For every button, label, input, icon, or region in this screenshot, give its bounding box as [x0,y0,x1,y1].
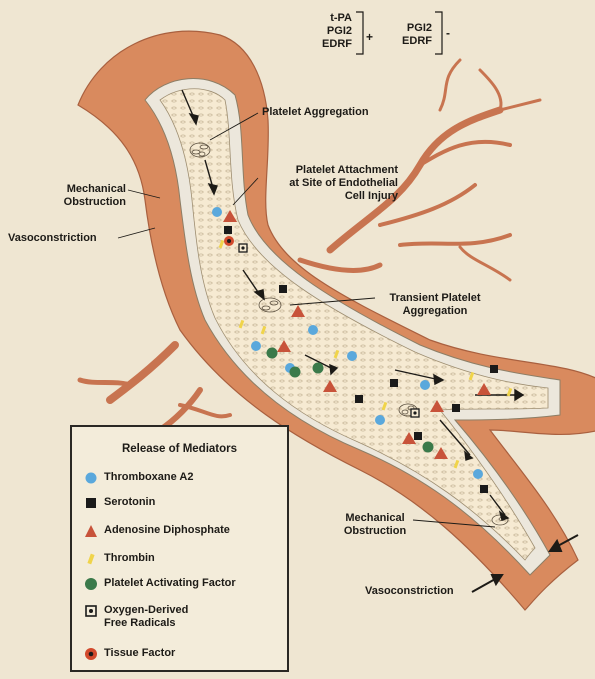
legend-item-serotonin: Serotonin [84,494,284,512]
legend-box: Release of Mediators Thromboxane A2 Sero… [70,425,289,672]
bracket-left [355,11,365,55]
enhancer-pgi2: PGI2 [310,25,352,38]
legend-label: Adenosine Diphosphate [104,524,230,537]
enhancer-edrf: EDRF [310,38,352,51]
label-vasoconstriction-right: Vasoconstriction [365,585,454,598]
label-platelet-attachment: Platelet Attachment at Site of Endotheli… [248,164,398,203]
legend-label: Platelet Activating Factor [104,577,236,590]
legend-label: Thrombin [104,552,155,565]
legend-item-tissue-factor: Tissue Factor [84,645,284,663]
legend-item-thromboxane: Thromboxane A2 [84,469,284,487]
plus-sign: + [366,30,373,44]
legend-label: Tissue Factor [104,647,175,660]
label-platelet-aggregation: Platelet Aggregation [262,106,369,119]
inhibitor-edrf: EDRF [390,35,432,48]
enhancer-tpa: t-PA [310,12,352,25]
green-circle-icon [84,577,98,591]
red-triangle-icon [84,524,98,538]
inhibitor-labels: t-PA PGI2 EDRF + PGI2 EDRF - [300,8,480,68]
inhibitor-pgi2: PGI2 [390,22,432,35]
blue-circle-icon [84,471,98,485]
legend-label: Serotonin [104,496,155,509]
label-mechanical-obstruction-right: Mechanical Obstruction [335,512,415,538]
bracket-right [434,11,444,55]
legend-item-thrombin: Thrombin [84,550,284,568]
label-mechanical-obstruction-left: Mechanical Obstruction [6,183,126,209]
legend-label: Oxygen-Derived Free Radicals [104,604,188,630]
black-square-icon [84,496,98,510]
label-transient-platelet-aggregation: Transient Platelet Aggregation [370,292,500,318]
legend-item-oxygen-radicals: Oxygen-Derived Free Radicals [84,602,284,634]
legend-label: Thromboxane A2 [104,471,193,484]
legend-title: Release of Mediators [72,443,287,455]
legend-item-adp: Adenosine Diphosphate [84,522,284,540]
dotted-square-icon [84,604,98,618]
legend-item-paf: Platelet Activating Factor [84,575,284,593]
yellow-tick-icon [84,552,98,566]
label-vasoconstriction-left: Vasoconstriction [8,232,97,245]
red-ringed-dot-icon [84,647,98,661]
enhancer-list: t-PA PGI2 EDRF [310,12,352,51]
inhibitor-list: PGI2 EDRF [390,22,432,48]
minus-sign: - [446,26,450,40]
